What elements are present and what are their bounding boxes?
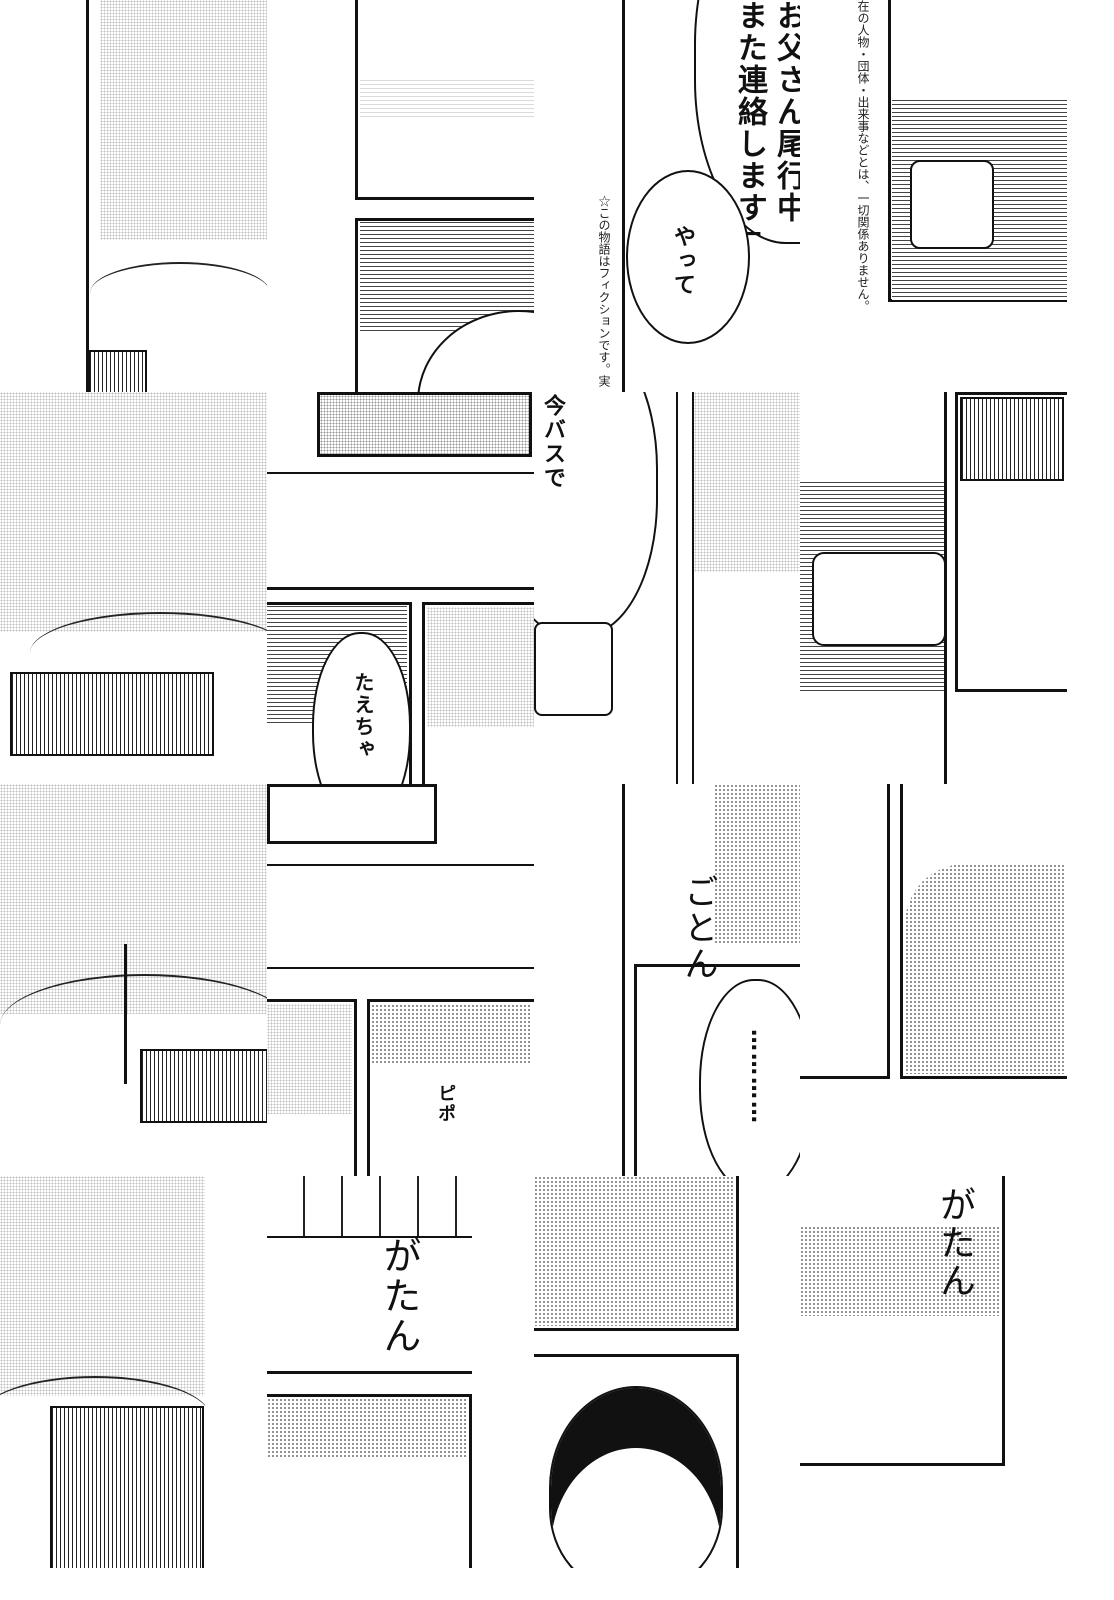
- panel-border: [422, 602, 534, 784]
- panel-border: [267, 587, 534, 590]
- screentone-hair: [905, 864, 1065, 1074]
- tile-disclaimer-4: 在の人物・団体・出来事などとは、一切関係ありません。: [800, 0, 1067, 392]
- tone-lines: [360, 80, 534, 120]
- sky-tone: [0, 1176, 205, 1396]
- panel-border: [367, 999, 534, 1176]
- tile-landscape-1: [0, 0, 267, 392]
- tile-bus-8: [800, 392, 1067, 784]
- panel-border: [800, 784, 890, 1079]
- mountain: [0, 1376, 205, 1458]
- panel-border: [355, 218, 534, 392]
- house: [140, 1049, 267, 1123]
- sky-tone: [0, 392, 267, 632]
- panel-border: [86, 0, 267, 392]
- tile-wall-14: がたん: [267, 1176, 472, 1568]
- panel-border: [622, 784, 625, 1176]
- speech-ellipsis: …………: [746, 1029, 771, 1125]
- divider: [267, 864, 534, 866]
- speech-bubble: [699, 979, 801, 1176]
- bus-vent: [910, 160, 994, 249]
- panel-border: [634, 964, 801, 1176]
- panel-border: [267, 999, 357, 1176]
- speech-tae-chan: たえちゃ: [351, 672, 375, 760]
- pole: [676, 392, 694, 784]
- screentone: [534, 1176, 734, 1326]
- panel-border: [267, 1394, 472, 1568]
- tile-passengers-15: [534, 1176, 739, 1568]
- mountain: [90, 262, 267, 324]
- sfx-gatan-2: がたん: [934, 1186, 975, 1300]
- house: [50, 1406, 204, 1568]
- panel-border: [800, 1176, 1005, 1466]
- speech-bubble: [312, 632, 411, 784]
- panel-border: [888, 0, 1067, 302]
- disclaimer-part1: ☆この物語はフィクションです。実: [597, 195, 611, 387]
- house: [960, 397, 1064, 481]
- panel-border: [534, 1354, 739, 1568]
- panel-border: [900, 784, 1067, 1079]
- utility-pole: [124, 944, 127, 1084]
- panel-border: [955, 392, 1067, 692]
- speech-line1: お父さん尾行中: [771, 0, 801, 224]
- tile-bus-10: ピポ: [267, 784, 534, 1176]
- tile-landscape-5: [0, 392, 267, 784]
- panel-border: [534, 1176, 739, 1331]
- speech-ima-basu-de: 今バスで: [540, 394, 565, 490]
- speech-bubble: [626, 170, 750, 344]
- stone-wall: [267, 1176, 472, 1238]
- house: [88, 350, 147, 392]
- tile-panels-2: [267, 0, 534, 392]
- tile-landscape-13: [0, 1176, 205, 1568]
- mountain: [0, 974, 267, 1076]
- tile-character-12: [800, 784, 1067, 1176]
- car: [534, 622, 613, 716]
- panel-border: [622, 0, 625, 392]
- disclaimer-part2: 在の人物・団体・出来事などとは、一切関係ありません。: [856, 0, 870, 312]
- tile-landscape-9: [0, 784, 267, 1176]
- screentone: [371, 1004, 531, 1064]
- sky-tone: [427, 607, 534, 727]
- screentone: [714, 784, 801, 944]
- screentone: [800, 1226, 1000, 1316]
- tile-hair-16: がたん: [800, 1176, 1005, 1568]
- sky-tone: [267, 1004, 352, 1114]
- panel-border: [267, 602, 412, 784]
- sfx-gatan-1: がたん: [377, 1236, 421, 1356]
- sky-tone: [694, 392, 801, 572]
- divider: [267, 967, 534, 969]
- divider: [267, 472, 534, 474]
- tile-speech-3: ☆この物語はフィクションです。実 お父さん尾行中 また連絡します」 やって: [534, 0, 801, 392]
- tile-bus-6: たえちゃ: [267, 392, 534, 784]
- panel-border: [355, 0, 534, 200]
- bus-window: [317, 392, 532, 457]
- bus-window: [267, 784, 437, 844]
- panel-border: [267, 1371, 472, 1374]
- tile-bus-interior-11: ごとん …………: [534, 784, 801, 1176]
- sfx-picon: ピポ: [435, 1084, 456, 1124]
- bus-vent: [812, 552, 946, 646]
- sky-tone: [100, 0, 267, 240]
- tile-street-7: 今バスで: [534, 392, 801, 784]
- speech-yatte: やって: [670, 225, 695, 297]
- farmhouse: [10, 672, 214, 756]
- screentone: [267, 1398, 467, 1458]
- girl-face: [549, 1386, 723, 1568]
- mountain: [30, 612, 267, 694]
